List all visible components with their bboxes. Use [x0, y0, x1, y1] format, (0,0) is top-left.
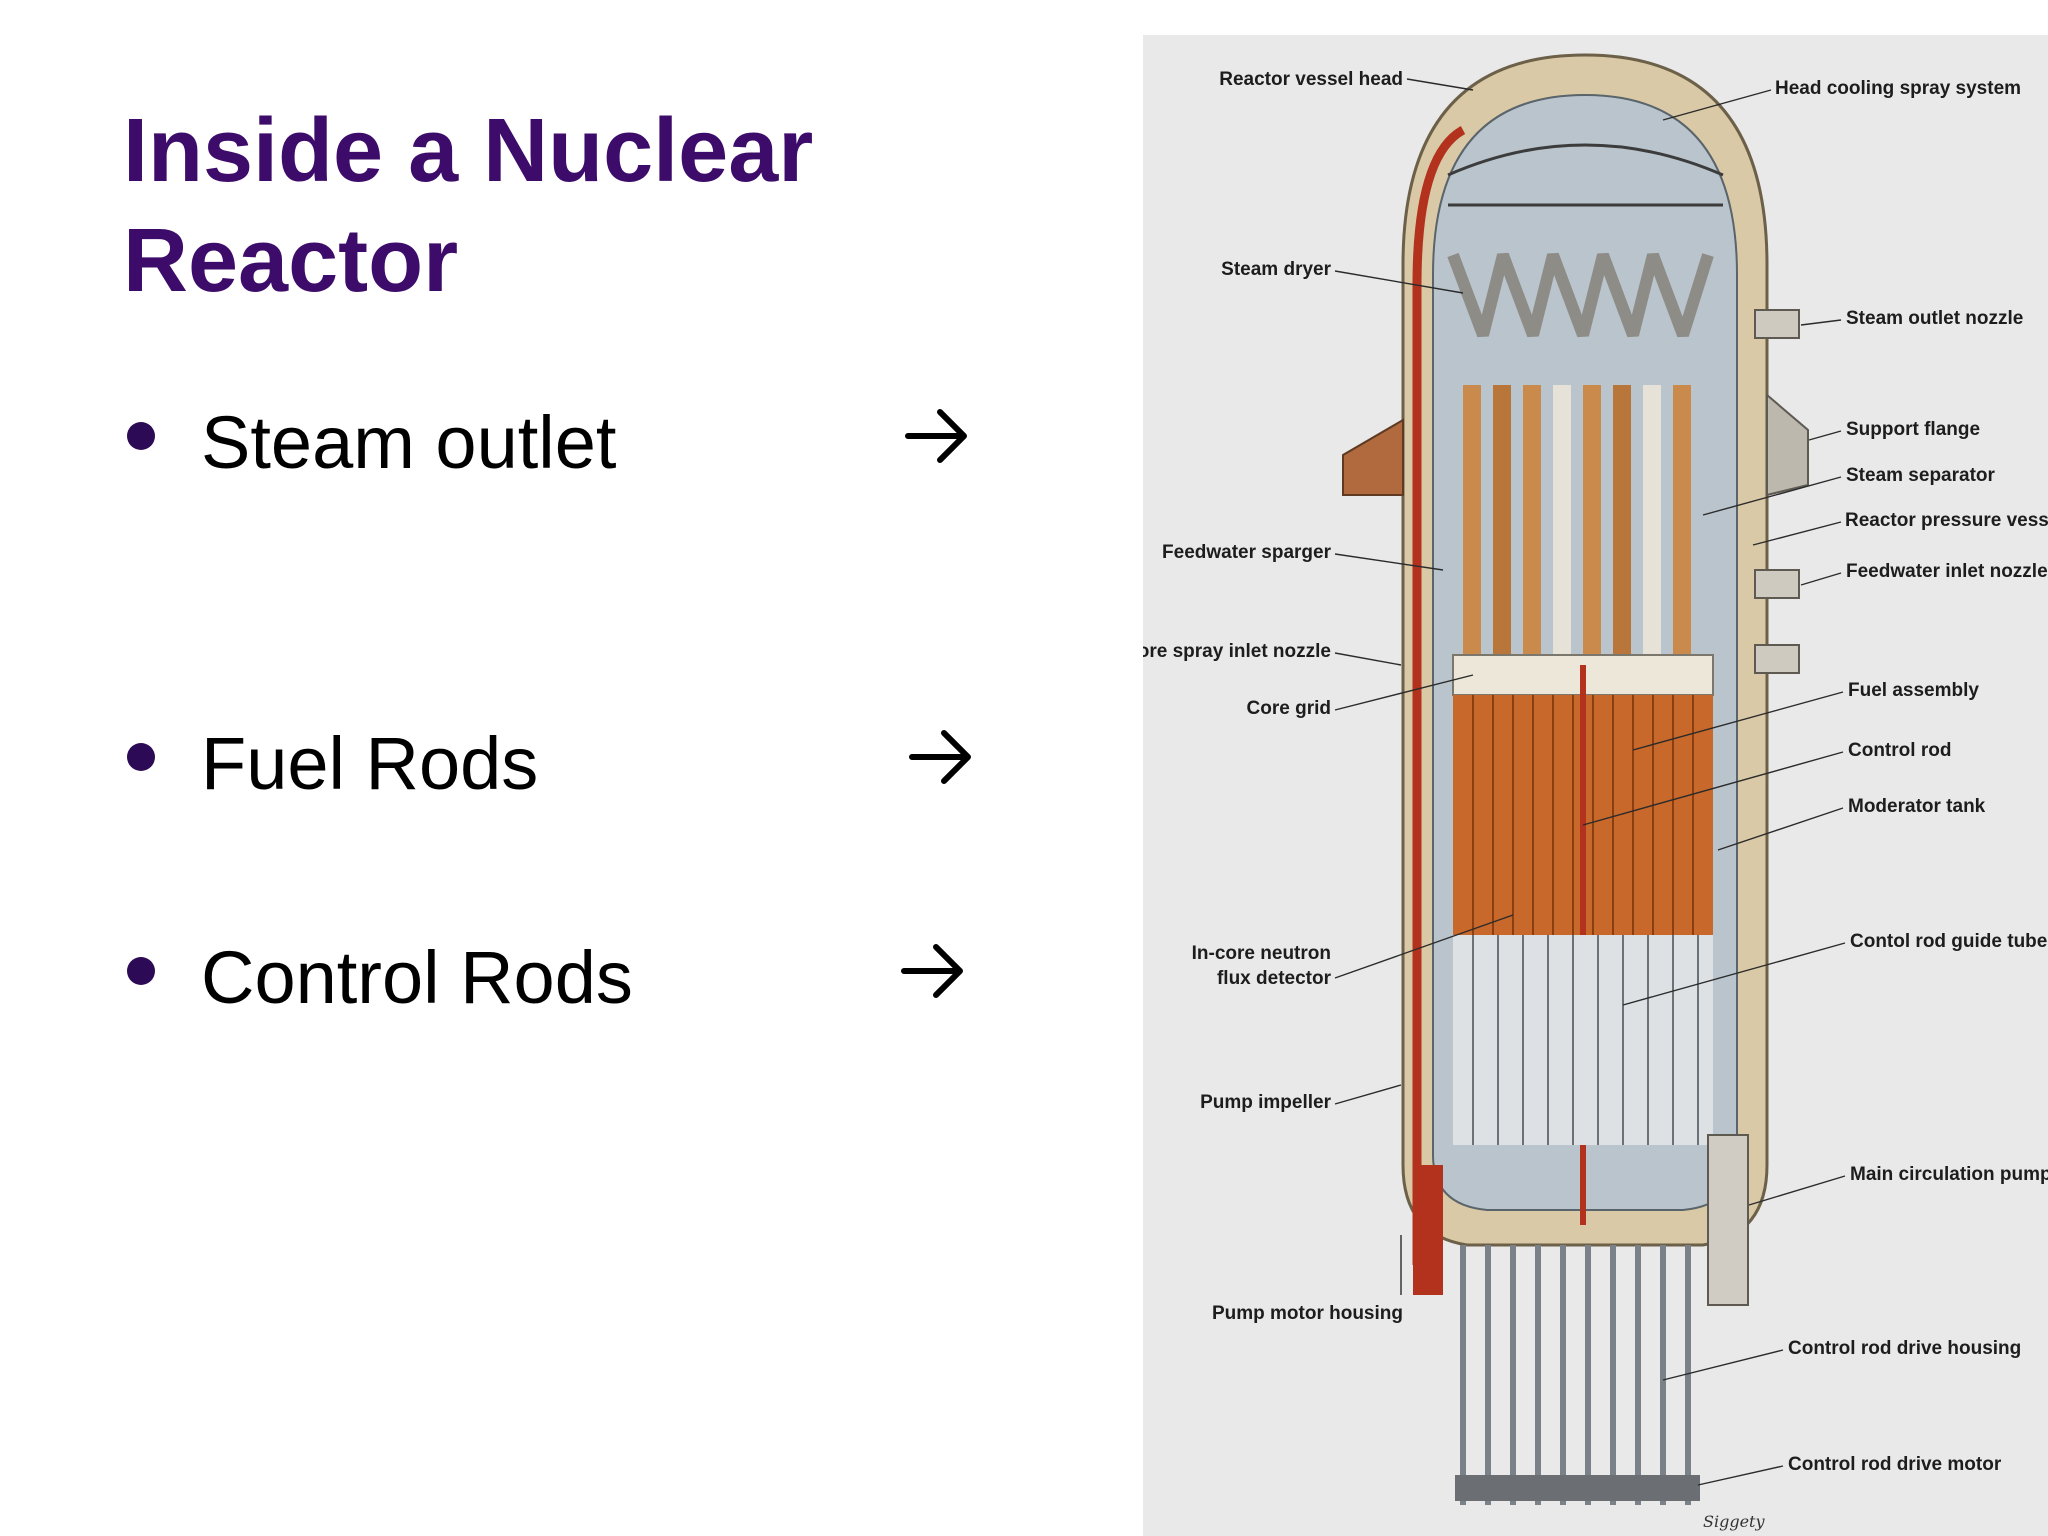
- support-flange: [1766, 392, 1809, 497]
- bullet-dot: [127, 422, 155, 450]
- leader-line: [1334, 674, 1474, 711]
- pump-motor-housing: [1413, 1165, 1443, 1295]
- leader-line: [1334, 914, 1514, 979]
- label-control-rod-drive-motor: Control rod drive motor: [1788, 1454, 2002, 1475]
- label-feedwater-sparger: Feedwater sparger: [1162, 542, 1332, 563]
- leader-line: [1800, 572, 1842, 586]
- label-moderator-tank: Moderator tank: [1848, 796, 1986, 817]
- label-reactor-pressure-vessel: Reactor pressure vessel: [1845, 510, 2048, 531]
- leader-line: [1334, 1084, 1402, 1105]
- label-core-grid: Core grid: [1247, 698, 1331, 719]
- label-fuel-assembly: Fuel assembly: [1848, 680, 1979, 701]
- control-rod-drive-motors: [1455, 1475, 1700, 1501]
- bullet-steam-outlet: Steam outlet: [123, 398, 1003, 488]
- label-in-core-neutron: In-core neutron: [1192, 943, 1331, 964]
- label-main-circulation-pump: Main circulation pump: [1850, 1164, 2048, 1185]
- bullet-fuel-rods: Fuel Rods: [123, 719, 1003, 809]
- label-flux-detector: flux detector: [1217, 968, 1332, 989]
- steam-outlet-nozzle: [1754, 309, 1800, 339]
- leader-line: [1662, 1349, 1784, 1381]
- label-feedwater-inlet-nozzle: Feedwater inlet nozzle: [1846, 561, 2048, 582]
- label-steam-dryer: Steam dryer: [1221, 259, 1331, 280]
- head-spray-frame: [1447, 143, 1724, 177]
- reactor-diagram: Reactor vessel head Steam dryer Feedwate…: [1143, 35, 2048, 1536]
- arrow-right-icon: [905, 409, 967, 463]
- label-control-rod-drive-housing: Control rod drive housing: [1788, 1338, 2021, 1359]
- leader-line: [1697, 1465, 1784, 1486]
- bullet-dot: [127, 957, 155, 985]
- leader-line: [1582, 751, 1844, 826]
- leader-line: [1800, 319, 1842, 326]
- red-downcomer-pipe: [1412, 126, 1466, 1265]
- leader-line: [1406, 78, 1474, 91]
- label-control-rod-guide-tube: Contol rod guide tube: [1850, 931, 2047, 952]
- label-pump-motor-housing: Pump motor housing: [1212, 1303, 1403, 1324]
- bullet-label: Control Rods: [201, 936, 633, 1019]
- label-core-spray-inlet-nozzle: Core spray inlet nozzle: [1143, 641, 1331, 662]
- reactor-cutaway-illustration: Reactor vessel head Steam dryer Feedwate…: [1143, 53, 2048, 1531]
- leader-line: [1748, 1175, 1846, 1206]
- control-rod-guide-tubes: [1453, 935, 1713, 1145]
- bullet-dot: [127, 743, 155, 771]
- control-rod-drive-housings: [1460, 1245, 1691, 1505]
- steam-separator-tubes: [1463, 385, 1691, 655]
- arrow-right-icon: [909, 730, 971, 784]
- leader-line: [1334, 270, 1464, 294]
- leader-line: [1752, 521, 1842, 546]
- arrow-right-icon: [901, 944, 963, 998]
- leader-line: [1622, 942, 1846, 1006]
- leader-line: [1717, 807, 1844, 851]
- label-steam-separator: Steam separator: [1846, 465, 1996, 486]
- main-circulation-pump: [1707, 1134, 1749, 1306]
- slide-title: Inside a Nuclear Reactor: [123, 101, 814, 311]
- leader-line: [1334, 553, 1444, 571]
- label-steam-outlet-nozzle: Steam outlet nozzle: [1846, 308, 2023, 329]
- leader-line: [1808, 430, 1842, 441]
- leader-line: [1632, 691, 1844, 751]
- label-pump-impeller: Pump impeller: [1200, 1092, 1332, 1113]
- leader-line: [1334, 652, 1402, 666]
- bullet-label: Steam outlet: [201, 401, 617, 484]
- label-control-rod: Control rod: [1848, 740, 1951, 761]
- leader-line: [1662, 89, 1772, 121]
- label-head-cooling-spray-system: Head cooling spray system: [1775, 78, 2021, 99]
- steam-dryer: [1447, 252, 1714, 338]
- feedwater-inlet-nozzle: [1754, 569, 1800, 599]
- bullet-label: Fuel Rods: [201, 722, 539, 805]
- label-support-flange: Support flange: [1846, 419, 1980, 440]
- bullet-control-rods: Control Rods: [123, 933, 1003, 1023]
- label-reactor-vessel-head: Reactor vessel head: [1219, 69, 1403, 90]
- artist-signature: Siggety: [1703, 1512, 1765, 1531]
- leader-line: [1702, 476, 1842, 516]
